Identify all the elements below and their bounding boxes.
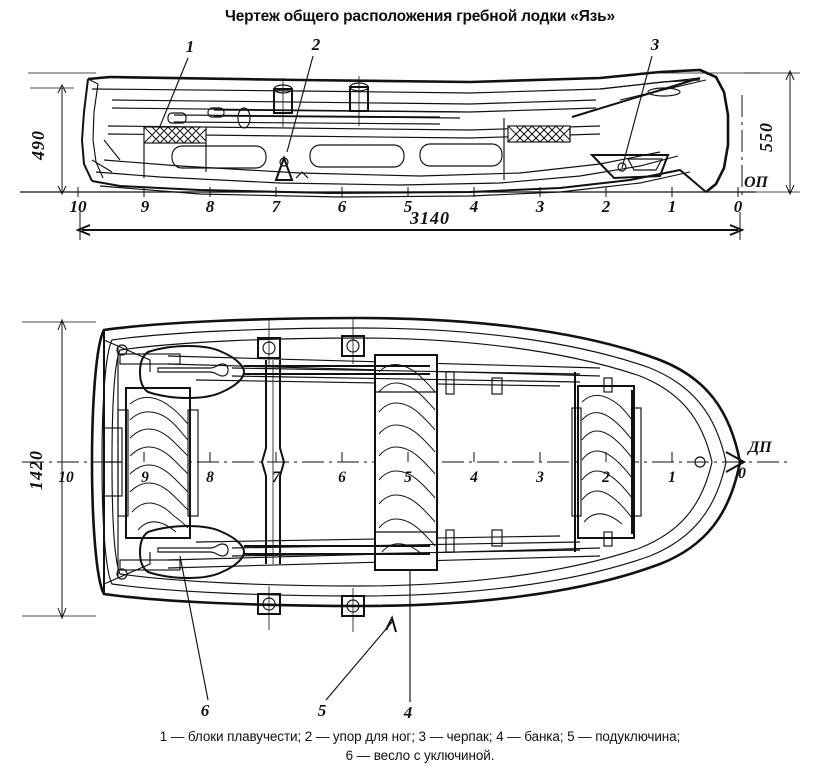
- rowlock-socket-stbd-aft: [257, 586, 281, 630]
- dimension-1420-label: 1420: [26, 450, 46, 490]
- center-keelson: [260, 360, 286, 564]
- station-label-plan-5: 5: [404, 469, 412, 486]
- buoyancy-block-stern: [143, 126, 207, 178]
- station-scale-plan: [143, 452, 673, 462]
- station-label-plan-6: 6: [338, 469, 346, 486]
- foot-brace: [274, 155, 309, 181]
- rowlock-socket-port-fwd: [341, 318, 365, 364]
- forepeak-bulkhead: [574, 372, 633, 552]
- station-label-plan-4: 4: [469, 469, 478, 486]
- station-label-plan-2: 2: [601, 469, 610, 486]
- callout-6-label: 6: [201, 701, 210, 720]
- bailer-scoop: [589, 154, 670, 180]
- page-title: Чертеж общего расположения гребной лодки…: [225, 8, 615, 25]
- station-label-profile-5: 5: [404, 197, 413, 216]
- rowlock-post-aft: [273, 78, 293, 127]
- station-label-profile-6: 6: [338, 197, 347, 216]
- station-label-profile-0: 0: [734, 197, 743, 216]
- station-label-profile-3: 3: [535, 197, 545, 216]
- buoyancy-block-bow: [503, 118, 571, 180]
- station-scale-profile: [77, 187, 739, 197]
- thwart-seat-plan-mid: [374, 354, 438, 571]
- dimension-490-label: 490: [28, 130, 48, 161]
- callout-1-label: 1: [186, 37, 195, 56]
- callout-5-label: 5: [318, 701, 327, 720]
- station-label-plan-0: 0: [738, 465, 746, 482]
- centerline-dp-label: ДП: [746, 439, 772, 456]
- station-label-plan-10: 10: [58, 469, 74, 486]
- dimension-490: [30, 83, 74, 196]
- oar-port-plan: [119, 345, 430, 399]
- station-label-profile-1: 1: [668, 197, 677, 216]
- station-label-plan-3: 3: [535, 469, 544, 486]
- oar-shafts-profile: [167, 107, 461, 125]
- station-label-plan-7: 7: [272, 469, 281, 486]
- dimension-550: [744, 69, 800, 196]
- buoyancy-block-plan-aft: [117, 387, 199, 539]
- station-label-plan-8: 8: [206, 469, 214, 486]
- station-label-profile-2: 2: [601, 197, 611, 216]
- rowlock-pin-small: [237, 107, 251, 129]
- station-label-plan-9: 9: [141, 469, 149, 486]
- oar-starboard-plan: [119, 525, 430, 579]
- dimension-3140: [75, 212, 745, 240]
- dimension-3140-label: 3140: [409, 208, 450, 228]
- station-label-profile-10: 10: [70, 197, 88, 216]
- side-elevation-drawing: [20, 68, 800, 240]
- station-label-plan-1: 1: [668, 469, 676, 486]
- figure-caption-line-1: 1 — блоки плавучести; 2 — упор для ног; …: [159, 729, 681, 744]
- thwart-seat-panels: [171, 143, 503, 169]
- station-label-profile-8: 8: [206, 197, 215, 216]
- station-label-profile-9: 9: [141, 197, 150, 216]
- callout-leaders-bottom: [179, 555, 411, 702]
- rowlock-socket-stbd-fwd: [341, 588, 365, 632]
- callout-4-label: 4: [403, 703, 413, 722]
- callout-3-label: 3: [650, 35, 660, 54]
- dimension-1420: [57, 318, 67, 620]
- station-label-profile-7: 7: [272, 197, 282, 216]
- baseline-op-label: ОП: [744, 174, 769, 191]
- dimension-550-label: 550: [756, 122, 776, 152]
- figure-caption-line-2: 6 — весло с уключиной.: [345, 748, 495, 763]
- rowlock-post-fwd: [349, 76, 369, 126]
- rowlock-socket-port-aft: [257, 320, 281, 366]
- station-label-profile-4: 4: [469, 197, 479, 216]
- plan-view-drawing: [22, 316, 790, 632]
- callout-2-label: 2: [311, 35, 321, 54]
